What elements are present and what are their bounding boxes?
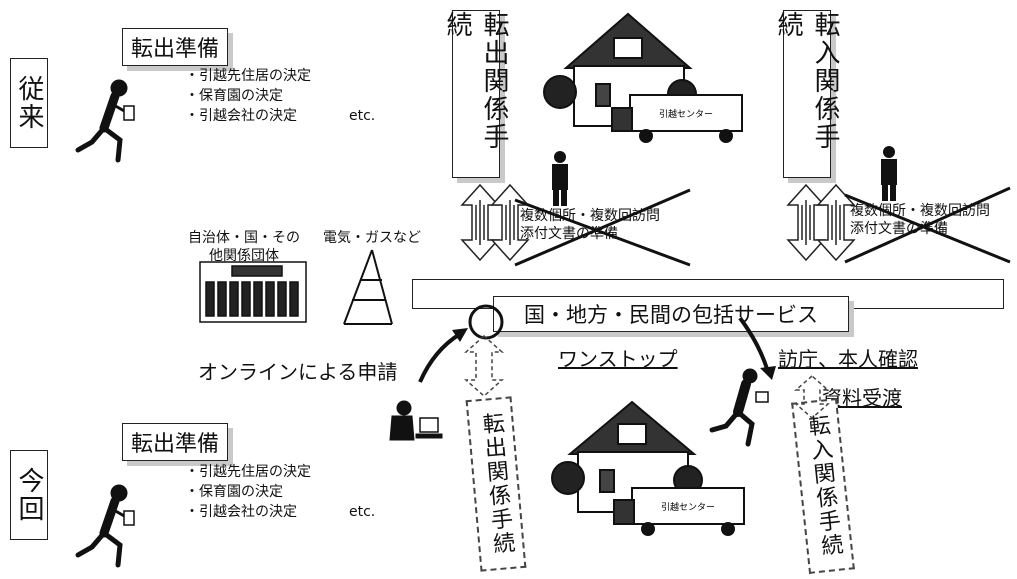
access-point-icon xyxy=(468,304,504,340)
prep-title-traditional: 転出準備 xyxy=(122,28,229,66)
burden-note-right: 複数個所・複数回訪問 添付文書の準備 xyxy=(850,203,990,237)
truck-text: 引越センター xyxy=(659,108,713,120)
online-application-arrow-icon xyxy=(418,328,468,383)
utility-tower-icon xyxy=(343,249,393,325)
cross-out-icon xyxy=(844,186,1011,264)
bidirectional-arrow-icon xyxy=(460,183,530,262)
prep-item: ・保育園の決定 xyxy=(185,88,283,104)
dashed-arrow-icon xyxy=(794,375,830,419)
prep-etc: etc. xyxy=(349,504,376,520)
prep-item: ・引越先住居の決定 xyxy=(185,68,311,84)
walking-person-icon xyxy=(709,368,769,447)
dashed-arrow-icon xyxy=(464,334,504,398)
burden-note-left: 複数個所・複数回訪問 添付文書の準備 xyxy=(520,208,660,242)
truck-icon xyxy=(611,94,743,143)
gov-label: 自治体・国・その 他関係団体 xyxy=(188,230,300,264)
era-label-traditional-text: 従来 xyxy=(14,75,44,131)
service-title-box: 国・地方・民間の包括サービス xyxy=(493,296,849,332)
utility-label: 電気・ガスなど xyxy=(323,230,421,246)
cross-out-icon xyxy=(514,188,691,267)
prep-item: ・引越先住居の決定 xyxy=(185,464,311,480)
truck-text: 引越センター xyxy=(661,501,715,513)
government-building-icon xyxy=(199,261,307,323)
online-application-label: オンラインによる申請 xyxy=(198,360,398,384)
bidirectional-arrow-icon xyxy=(786,183,856,262)
running-person-icon xyxy=(75,484,135,568)
era-label-current: 今回 xyxy=(10,450,48,540)
prep-item: ・保育園の決定 xyxy=(185,484,283,500)
visit-arrow-icon xyxy=(738,316,776,380)
official-person-icon xyxy=(881,146,897,201)
prep-etc: etc. xyxy=(349,108,376,124)
one-stop-label: ワンストップ xyxy=(558,347,678,371)
official-person-icon xyxy=(552,151,568,206)
visit-label-1: 訪庁、本人確認 xyxy=(778,347,918,371)
prep-title-current: 転出準備 xyxy=(122,423,229,461)
era-label-current-text: 今回 xyxy=(14,467,44,523)
era-label-traditional: 従来 xyxy=(10,58,48,148)
truck-icon xyxy=(613,487,745,536)
person-at-computer-icon xyxy=(389,400,443,441)
running-person-icon xyxy=(75,79,135,163)
